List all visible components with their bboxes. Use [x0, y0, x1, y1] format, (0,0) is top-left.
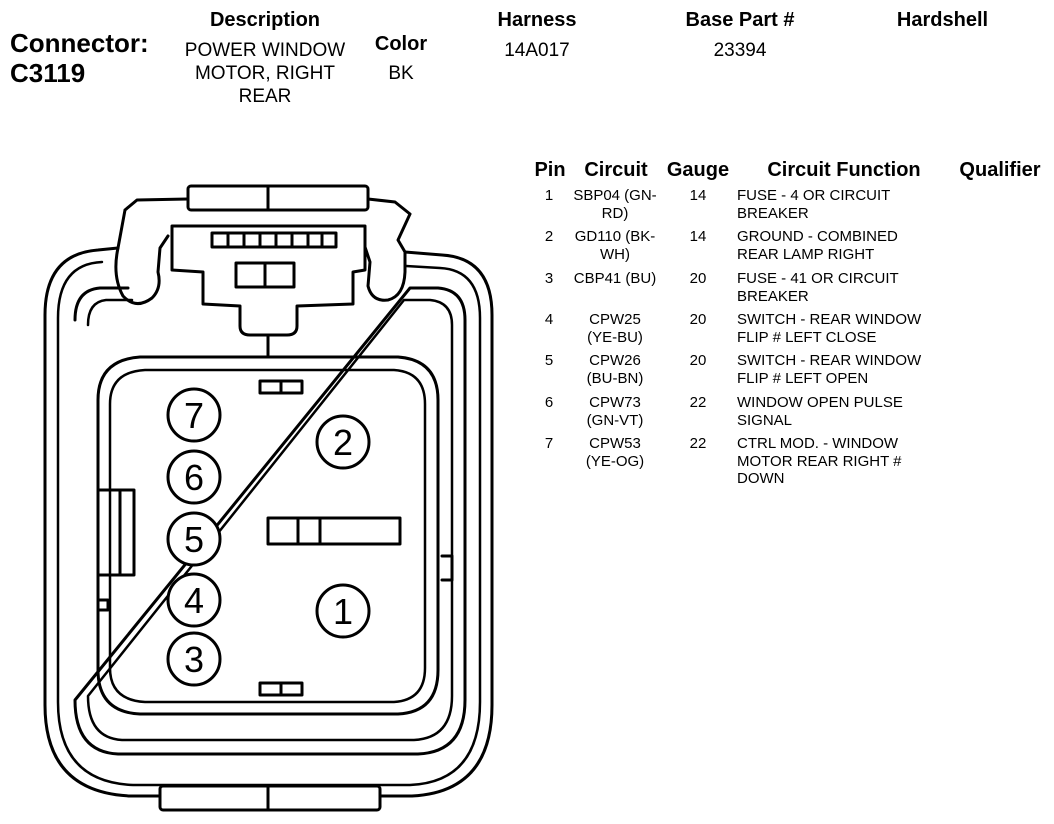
col-header-gauge: Gauge [666, 159, 730, 181]
harness-value: 14A017 [504, 40, 570, 61]
description-header: Description [209, 9, 321, 31]
pin-7: 7 [166, 387, 222, 443]
inner-shell [73, 286, 467, 756]
wire-gauge: 20 [689, 270, 707, 287]
wire-gauge: 14 [689, 187, 707, 204]
color-value: BK [388, 63, 414, 84]
pin-6-label: 6 [184, 457, 204, 498]
description-line: POWER WINDOW [184, 40, 346, 61]
pin-1-label: 1 [333, 591, 353, 632]
col-header-circuit: Circuit [584, 159, 648, 181]
right-bump [440, 554, 454, 582]
color-header: Color [374, 33, 428, 55]
base-part-header: Base Part # [685, 9, 795, 31]
pin-1: 1 [315, 583, 371, 639]
center-key [266, 516, 402, 546]
pin-4-label: 4 [184, 580, 204, 621]
pin-number: 2 [544, 228, 554, 245]
base-part-value: 23394 [713, 40, 767, 61]
circuit-code: CPW26(BU-BN) [586, 352, 644, 387]
bottom-key [258, 681, 304, 697]
description-line: REAR [238, 86, 292, 107]
pin-4: 4 [166, 572, 222, 628]
description-line: MOTOR, RIGHT [194, 63, 336, 84]
circuit-code: CPW25(YE-BU) [587, 311, 643, 346]
connector-id: C3119 [10, 58, 86, 88]
left-rib [96, 488, 136, 577]
pin-number: 7 [544, 435, 554, 452]
left-clip [114, 234, 170, 305]
hardshell-header: Hardshell [896, 9, 989, 31]
bottom-tab [158, 784, 382, 812]
pin-number: 1 [544, 187, 554, 204]
pin-number: 3 [544, 270, 554, 287]
connector-face-diagram: 7 6 5 4 3 2 1 [43, 184, 494, 812]
top-key [258, 379, 304, 395]
col-header-qualifier: Qualifier [959, 159, 1041, 181]
col-header-circuit-function: Circuit Function [767, 159, 921, 181]
wire-gauge: 22 [689, 435, 707, 452]
circuit-code: SBP04 (GN-RD) [573, 187, 657, 222]
pin-5: 5 [166, 511, 222, 567]
pin-6: 6 [166, 449, 222, 505]
pin-3-label: 3 [184, 639, 204, 680]
circuit-code: CPW73(GN-VT) [586, 394, 644, 429]
pin-5-label: 5 [184, 519, 204, 560]
pin-2: 2 [315, 414, 371, 470]
pin-2-label: 2 [333, 422, 353, 463]
wire-gauge: 14 [689, 228, 707, 245]
lock-window [170, 224, 367, 357]
pin-7-label: 7 [184, 395, 204, 436]
circuit-code: GD110 (BK-WH) [574, 228, 656, 263]
pin-3: 3 [166, 631, 222, 687]
pin-number: 4 [544, 311, 554, 328]
pin-face-body [96, 355, 440, 716]
wire-gauge: 22 [689, 394, 707, 411]
pin-face-inner [108, 368, 427, 704]
pin-number: 6 [544, 394, 554, 411]
inner-shell-line [86, 298, 454, 742]
right-clip [362, 242, 407, 302]
description-value: POWER WINDOW MOTOR, RIGHT REAR [165, 39, 365, 108]
col-header-pin: Pin [534, 159, 566, 181]
circuit-code: CPW53(YE-OG) [585, 435, 645, 470]
wire-gauge: 20 [689, 352, 707, 369]
connector-label: Connector: [10, 28, 149, 58]
top-latch-tab [186, 184, 370, 212]
harness-header: Harness [497, 9, 577, 31]
wire-gauge: 20 [689, 311, 707, 328]
circuit-code: CBP41 (BU) [573, 270, 657, 287]
pin-number: 5 [544, 352, 554, 369]
left-notch [96, 598, 110, 612]
